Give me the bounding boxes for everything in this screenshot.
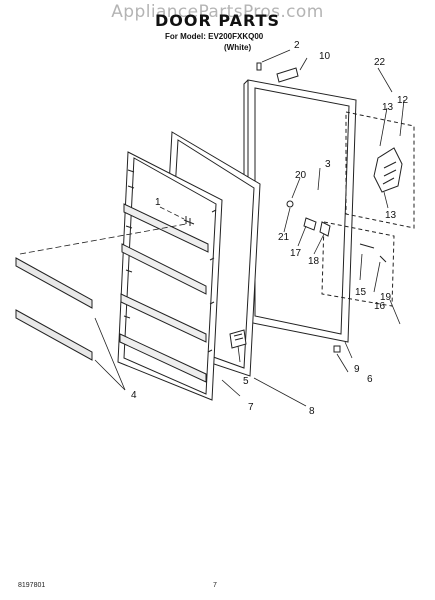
bottom-screw <box>333 345 341 353</box>
callout-20: 20 <box>295 170 307 181</box>
callout-18: 18 <box>308 256 320 267</box>
callout-13: 13 <box>385 210 397 221</box>
callout-7: 7 <box>248 402 254 413</box>
callout-10: 10 <box>319 51 331 62</box>
leader-lines <box>19 49 405 407</box>
callout-5: 5 <box>243 376 249 387</box>
trim-strips <box>15 257 93 361</box>
doc-number: 8197801 <box>18 582 46 589</box>
lower-hinge-parts <box>286 200 387 263</box>
callout-19: 19 <box>380 292 392 303</box>
color-label: (White) <box>224 43 252 52</box>
hinge-part <box>373 147 403 193</box>
callout-9: 9 <box>354 364 360 375</box>
diagram-title: DOOR PARTS <box>154 11 281 30</box>
callout-21: 21 <box>278 232 290 243</box>
callout-2: 2 <box>294 40 300 51</box>
callout-16: 16 <box>374 301 386 312</box>
callout-4: 4 <box>131 390 137 401</box>
top-screw <box>256 62 262 71</box>
label-plate <box>276 67 299 83</box>
page-number: 7 <box>213 582 217 589</box>
callout-3: 3 <box>325 159 331 170</box>
callout-17: 17 <box>290 248 302 259</box>
small-bracket <box>229 329 247 349</box>
callout-8: 8 <box>309 406 315 417</box>
lower-hinge-box <box>321 221 395 307</box>
callout-1: 1 <box>155 197 161 208</box>
watermark-text: AppliancePartsPros.com <box>111 2 324 22</box>
callout-13: 13 <box>382 102 394 113</box>
hinge-box <box>345 111 415 229</box>
callout-22: 22 <box>374 57 386 68</box>
callout-6: 6 <box>367 374 373 385</box>
model-label: For Model: EV200FXKQ00 <box>165 32 264 41</box>
callout-12: 12 <box>397 95 409 106</box>
callout-15: 15 <box>355 287 367 298</box>
outer-door-panel <box>243 79 357 343</box>
